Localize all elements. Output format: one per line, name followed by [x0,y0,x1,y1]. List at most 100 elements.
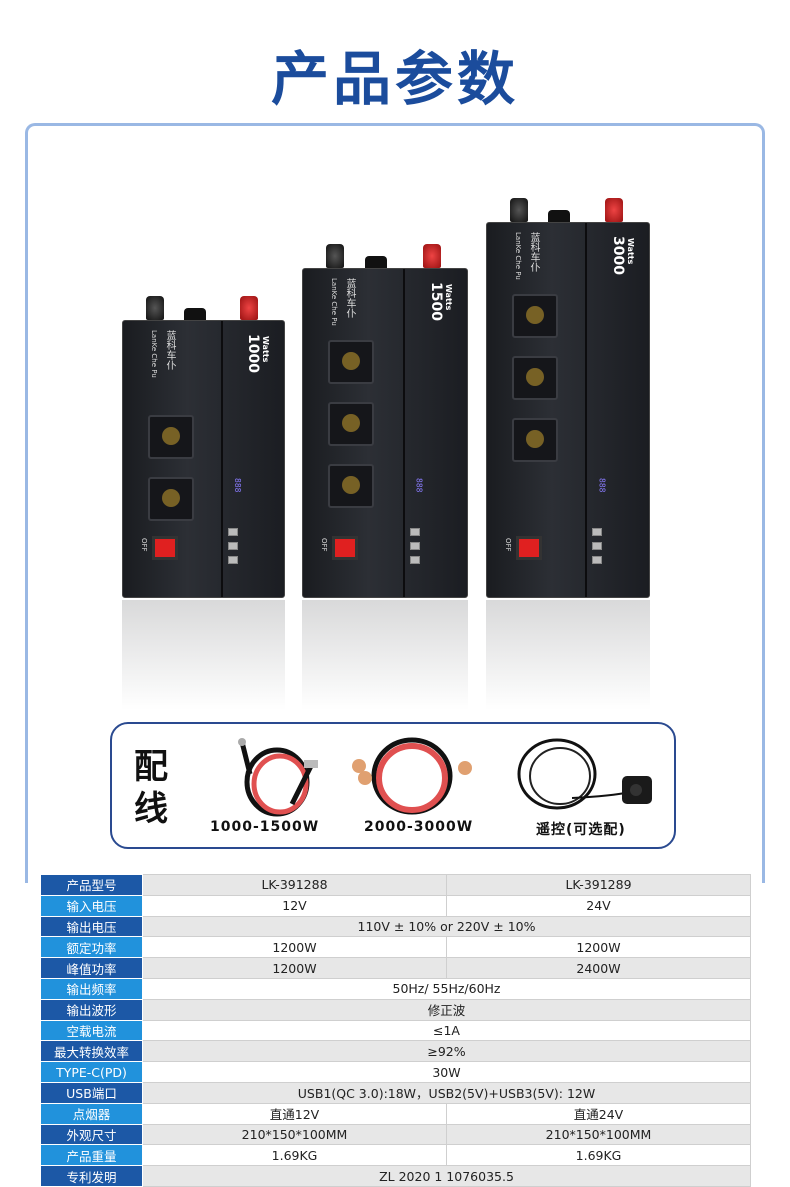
accessory-label-2: 2000-3000W [364,819,474,835]
brand-logo-en: LanKe Che Pu [330,278,338,326]
usb-port [592,556,603,564]
positive-terminal [240,296,258,320]
power-switch-label: OFF [140,538,148,552]
spec-label: 产品型号 [40,874,143,896]
usb-port [409,542,420,550]
accessories-panel: 配线 1000-1500W 2000-3000W 遥控(可选配) [110,722,676,849]
wattage-unit: Watts [626,238,635,265]
spec-label: 输出波形 [40,998,143,1021]
spec-value: 24V [446,894,751,917]
power-switch [332,536,358,560]
brand-logo: 蓝科车仆 [164,330,175,370]
spec-row: 输出波形修正波 [40,998,751,1021]
negative-terminal [326,244,344,268]
spec-value: 1200W [446,936,751,959]
spec-value: 直通12V [142,1102,447,1125]
usb-port [409,528,420,536]
wattage-unit: Watts [444,284,453,311]
negative-terminal [510,198,528,222]
spec-value: 1200W [142,936,447,959]
wattage-label: 1000 [245,334,261,373]
spec-label: 峰值功率 [40,957,143,979]
spec-value: 修正波 [142,998,751,1021]
spec-value: 1200W [142,957,447,979]
accessories-title: 配线 [134,747,168,829]
spec-value: ≥92% [142,1040,751,1063]
spec-label: 输出频率 [40,977,143,1000]
spec-value: 直通24V [446,1102,751,1125]
spec-label: TYPE-C(PD) [40,1061,143,1083]
reflection [302,600,468,710]
spec-value: 12V [142,894,447,917]
wattage-unit: Watts [261,336,270,363]
usb-port [227,528,238,536]
voltage-display: 888 [597,478,607,493]
spec-row: 最大转换效率≥92% [40,1040,751,1063]
cable-1000-1500w-image [238,738,318,817]
wattage-label: 3000 [610,236,626,275]
spec-label: 输入电压 [40,894,143,917]
spec-value: 110V ± 10% or 220V ± 10% [142,915,751,938]
spec-label: USB端口 [40,1081,143,1104]
power-switch [152,536,178,560]
wattage-label: 1500 [428,282,444,321]
usb-port [592,528,603,536]
voltage-display: 888 [232,478,242,493]
brand-logo: 蓝科车仆 [344,278,355,318]
spec-row: TYPE-C(PD)30W [40,1061,751,1083]
voltage-display: 888 [414,478,424,493]
power-switch-label: OFF [504,538,512,552]
spec-value: 210*150*100MM [142,1123,447,1146]
ac-socket [148,415,194,459]
brand-logo-en: LanKe Che Pu [150,330,158,378]
power-switch-label: OFF [320,538,328,552]
spec-label: 空载电流 [40,1019,143,1042]
spec-label: 产品重量 [40,1144,143,1167]
accessory-label-3: 遥控(可选配) [536,822,626,838]
reflection [486,600,650,710]
usb-port [227,542,238,550]
inverter-1000w [122,320,285,598]
ac-socket [512,356,558,400]
positive-terminal [423,244,441,268]
ac-socket [512,294,558,338]
spec-label: 外观尺寸 [40,1123,143,1146]
spec-label: 输出电压 [40,915,143,938]
spec-label: 最大转换效率 [40,1040,143,1063]
spec-value: 50Hz/ 55Hz/60Hz [142,977,751,1000]
spec-value: ≤1A [142,1019,751,1042]
usb-port [227,556,238,564]
spec-row: 空载电流≤1A [40,1019,751,1042]
spec-value: LK-391289 [446,874,751,896]
spec-value: 210*150*100MM [446,1123,751,1146]
spec-value: 30W [142,1061,751,1083]
ac-socket [328,340,374,384]
inverter-3000w [486,222,650,598]
spec-value: LK-391288 [142,874,447,896]
brand-logo: 蓝科车仆 [528,232,539,272]
remote-control-image [517,738,652,810]
reflection [122,600,285,710]
ac-socket [148,477,194,521]
spec-label: 专利发明 [40,1165,143,1187]
power-switch [516,536,542,560]
usb-port [409,556,420,564]
spec-value: 1.69KG [446,1144,751,1167]
ac-socket [512,418,558,462]
fan-housing [183,308,206,322]
usb-port [592,542,603,550]
positive-terminal [605,198,623,222]
spec-value: 2400W [446,957,751,979]
fan-housing [548,210,570,224]
negative-terminal [146,296,164,320]
cable-2000-3000w-image [352,737,472,815]
